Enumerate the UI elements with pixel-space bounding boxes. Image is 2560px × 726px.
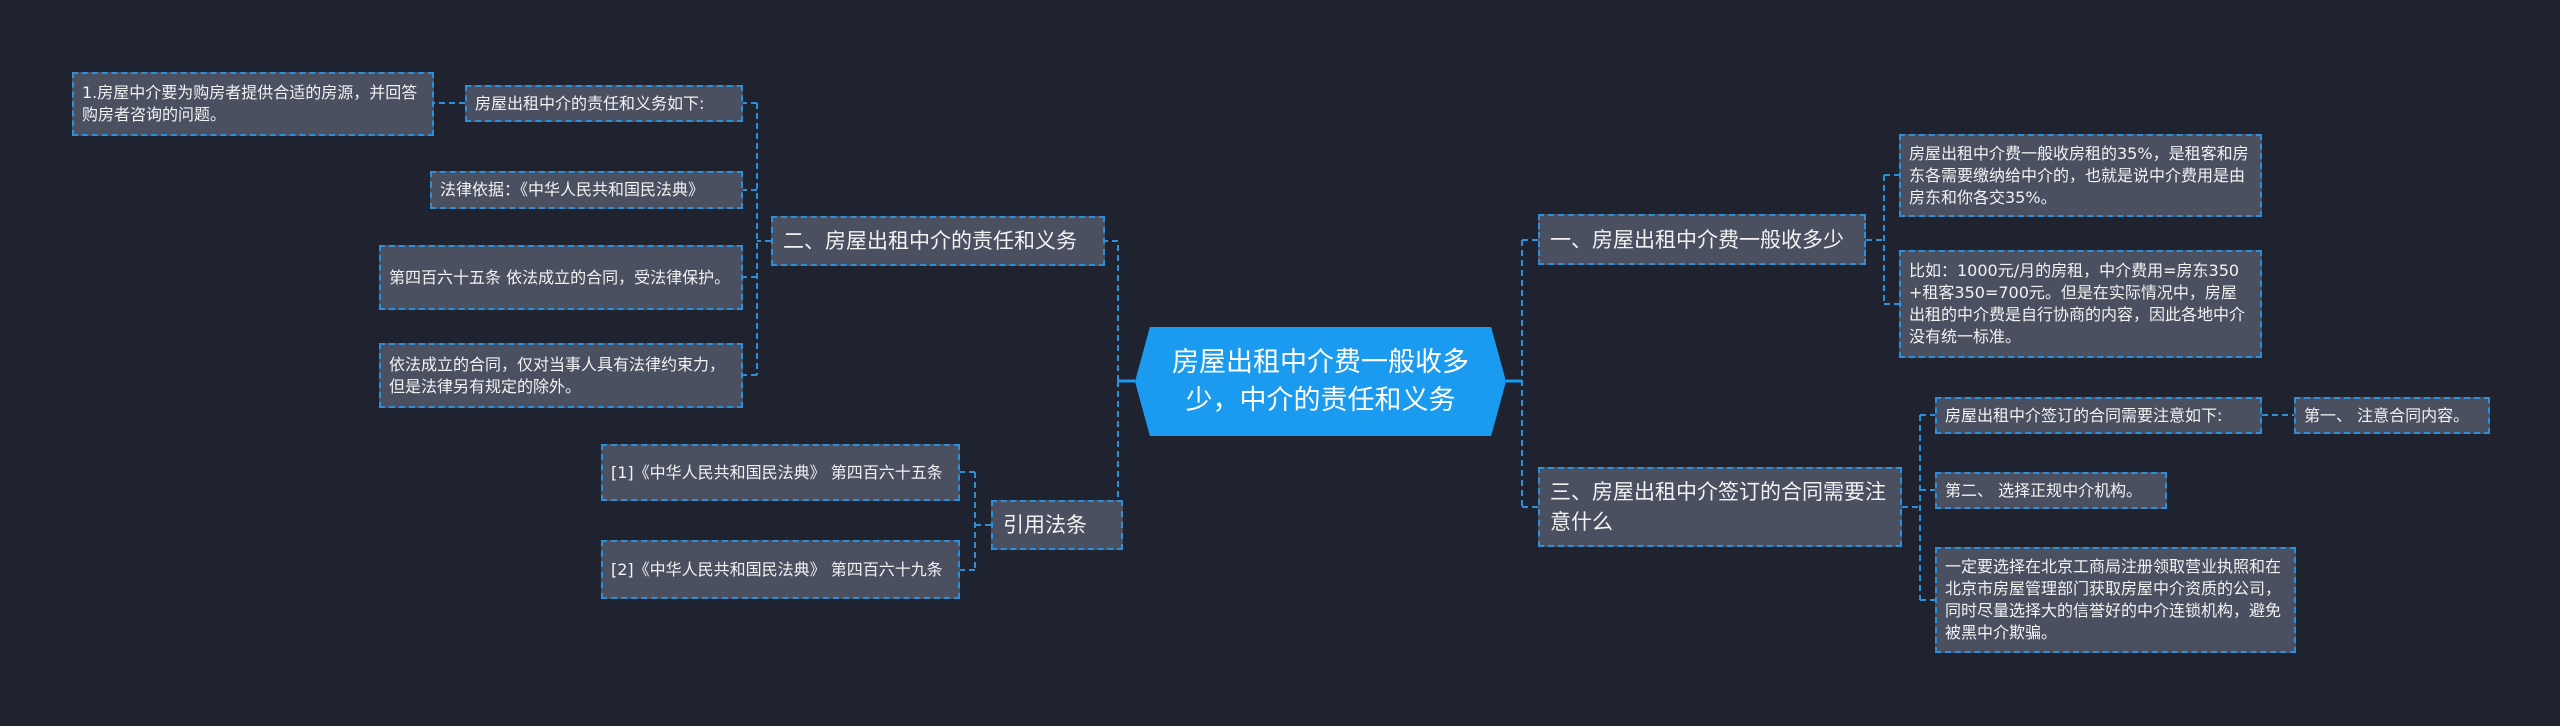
branch-contract[interactable]: 三、房屋出租中介签订的合同需要注意什么 <box>1538 467 1902 547</box>
leaf-responsibilities-intro[interactable]: 房屋出租中介的责任和义务如下: <box>465 85 743 122</box>
leaf-reference-2[interactable]: [2]《中华人民共和国民法典》 第四百六十九条 <box>601 540 960 599</box>
leaf-contract-second[interactable]: 第二、 选择正规中介机构。 <box>1935 472 2167 509</box>
leaf-responsibility-1[interactable]: 1.房屋中介要为购房者提供合适的房源，并回答购房者咨询的问题。 <box>72 72 434 136</box>
leaf-fee-example[interactable]: 比如：1000元/月的房租，中介费用=房东350+租客350=700元。但是在实… <box>1899 250 2262 358</box>
leaf-contract-binding[interactable]: 依法成立的合同，仅对当事人具有法律约束力，但是法律另有规定的除外。 <box>379 343 743 408</box>
leaf-contract-first[interactable]: 第一、 注意合同内容。 <box>2294 397 2490 434</box>
leaf-contract-intro[interactable]: 房屋出租中介签订的合同需要注意如下: <box>1935 397 2262 434</box>
leaf-article-465[interactable]: 第四百六十五条 依法成立的合同，受法律保护。 <box>379 245 743 310</box>
branch-references[interactable]: 引用法条 <box>991 500 1123 550</box>
leaf-contract-agency[interactable]: 一定要选择在北京工商局注册领取营业执照和在北京市房屋管理部门获取房屋中介资质的公… <box>1935 547 2296 653</box>
leaf-reference-1[interactable]: [1]《中华人民共和国民法典》 第四百六十五条 <box>601 444 960 501</box>
central-topic[interactable]: 房屋出租中介费一般收多少，中介的责任和义务 <box>1135 327 1506 436</box>
leaf-legal-basis[interactable]: 法律依据：《中华人民共和国民法典》 <box>430 171 743 209</box>
branch-responsibilities[interactable]: 二、房屋出租中介的责任和义务 <box>771 216 1105 266</box>
branch-fee[interactable]: 一、房屋出租中介费一般收多少 <box>1538 214 1866 265</box>
leaf-fee-rate[interactable]: 房屋出租中介费一般收房租的35%，是租客和房东各需要缴纳给中介的，也就是说中介费… <box>1899 134 2262 217</box>
